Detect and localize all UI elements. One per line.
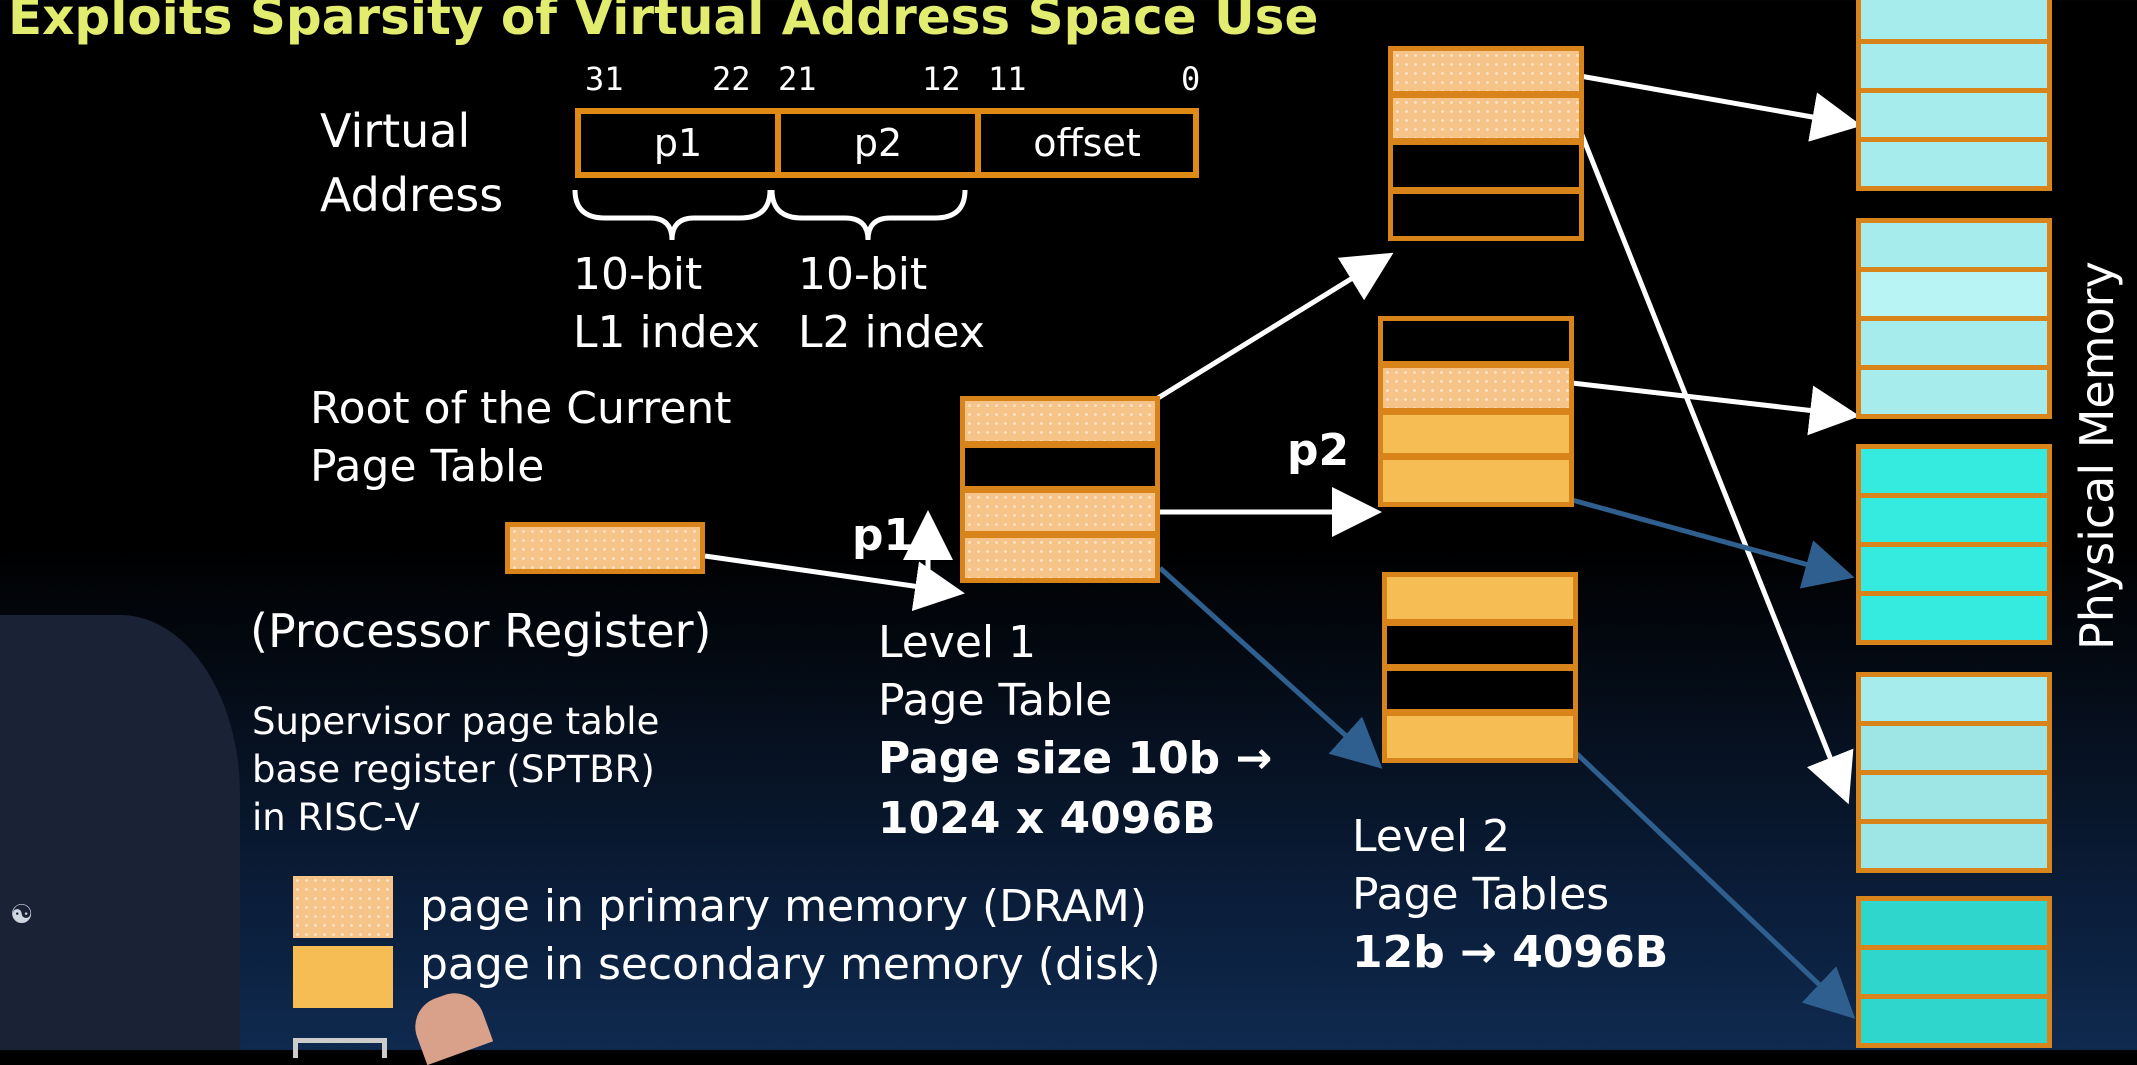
arrow-l2c-to-pm5 bbox=[1573, 750, 1856, 1019]
arrow-root-to-l1 bbox=[704, 553, 965, 612]
sptbr-line1: Supervisor page table bbox=[252, 700, 660, 743]
root-label-line1: Root of the Current bbox=[310, 383, 732, 434]
l1-entry bbox=[960, 443, 1160, 491]
pm-page-block bbox=[1856, 218, 2052, 419]
physical-memory-label: Physical Memory bbox=[2070, 261, 2124, 650]
pm-cell bbox=[1856, 267, 2052, 321]
bit-label-21: 21 bbox=[778, 60, 817, 98]
pm-cell bbox=[1856, 896, 2052, 950]
bit-label-0: 0 bbox=[1181, 60, 1201, 98]
virtual-address-box: p1 p2 offset bbox=[575, 108, 1199, 178]
p2-label: p2 bbox=[1287, 425, 1350, 476]
level1-page-table bbox=[960, 396, 1160, 583]
l2-entry bbox=[1382, 621, 1578, 669]
va-field-p1: p1 bbox=[653, 121, 703, 165]
level2-table-b bbox=[1378, 316, 1574, 507]
level2-table-a bbox=[1388, 46, 1584, 241]
legend-disk-label: page in secondary memory (disk) bbox=[420, 939, 1161, 990]
l2-entry bbox=[1388, 93, 1584, 143]
pm-cell bbox=[1856, 770, 2052, 824]
pm-cell bbox=[1856, 218, 2052, 272]
va-field-p2: p2 bbox=[775, 114, 975, 172]
pm-cell bbox=[1856, 819, 2052, 873]
arrow-l1-to-l2a bbox=[1156, 252, 1394, 401]
brace-l1-index bbox=[572, 189, 773, 241]
pm-cell bbox=[1856, 591, 2052, 645]
pm-cell bbox=[1856, 542, 2052, 596]
l2-entry bbox=[1388, 189, 1584, 241]
processor-register-label: (Processor Register) bbox=[250, 604, 712, 658]
l2-index-label: L2 index bbox=[798, 307, 985, 358]
level1-size-calc: 1024 x 4096B bbox=[878, 793, 1216, 844]
sptbr-line2: base register (SPTBR) bbox=[252, 748, 655, 791]
l2-entry bbox=[1378, 410, 1574, 458]
pm-cell bbox=[1856, 316, 2052, 370]
bit-label-31: 31 bbox=[585, 60, 624, 98]
arrow-l2b-to-pm3 bbox=[1571, 497, 1855, 589]
pm-cell bbox=[1856, 0, 2052, 44]
root-label-line2: Page Table bbox=[310, 441, 545, 492]
pm-cell bbox=[1856, 88, 2052, 142]
l1-entry bbox=[960, 488, 1160, 536]
pm-cell bbox=[1856, 39, 2052, 93]
arrow-l2a-to-pm4 bbox=[1577, 129, 1854, 805]
l2-index-bits: 10-bit bbox=[798, 249, 928, 300]
l2-entry bbox=[1382, 666, 1578, 714]
level1-label-line1: Level 1 bbox=[878, 617, 1037, 668]
pm-page-block bbox=[1856, 672, 2052, 873]
logo-icon: ☯ bbox=[10, 900, 34, 930]
legend-dram-swatch bbox=[293, 876, 393, 938]
arrow-l1-to-l2c bbox=[1158, 566, 1383, 769]
virtual-address-label-line2: Address bbox=[320, 168, 504, 222]
level2-table-c bbox=[1382, 572, 1578, 763]
bit-label-11: 11 bbox=[988, 60, 1027, 98]
level2-label-line1: Level 2 bbox=[1352, 811, 1511, 862]
pm-page-block bbox=[1856, 0, 2052, 191]
pm-cell bbox=[1856, 365, 2052, 419]
bit-label-22: 22 bbox=[712, 60, 751, 98]
pm-cell bbox=[1856, 444, 2052, 498]
legend-empty-swatch bbox=[293, 1038, 387, 1058]
pm-cell bbox=[1856, 945, 2052, 999]
level2-label-line2: Page Tables bbox=[1352, 869, 1610, 920]
level2-size-calc: 12b → 4096B bbox=[1352, 927, 1669, 978]
pm-cell bbox=[1856, 994, 2052, 1048]
pm-cell bbox=[1856, 672, 2052, 726]
arrow-l2b-to-pm2 bbox=[1571, 380, 1860, 436]
legend-dram-label: page in primary memory (DRAM) bbox=[420, 881, 1148, 932]
l1-entry bbox=[960, 396, 1160, 446]
l1-index-label: L1 index bbox=[573, 307, 760, 358]
sptbr-line3: in RISC-V bbox=[252, 796, 420, 839]
presenter-silhouette bbox=[0, 615, 240, 1050]
l2-entry bbox=[1388, 140, 1584, 192]
arrow-l2a-to-pm1 bbox=[1579, 73, 1862, 142]
virtual-address-label-line1: Virtual bbox=[320, 104, 471, 158]
brace-l2-index bbox=[769, 189, 968, 241]
root-register-box bbox=[505, 522, 705, 574]
level1-page-size: Page size 10b → bbox=[878, 733, 1273, 784]
slide-title: Exploits Sparsity of Virtual Address Spa… bbox=[8, 0, 1319, 46]
p1-label: p1 bbox=[852, 510, 915, 561]
bit-label-12: 12 bbox=[922, 60, 961, 98]
pm-page-block bbox=[1856, 444, 2052, 645]
pm-page-block bbox=[1856, 896, 2052, 1048]
l2-entry bbox=[1382, 572, 1578, 624]
legend-disk-swatch bbox=[293, 946, 393, 1008]
l2-entry bbox=[1378, 455, 1574, 507]
l2-entry bbox=[1388, 46, 1584, 96]
l2-entry bbox=[1382, 711, 1578, 763]
l2-entry bbox=[1378, 316, 1574, 366]
l1-index-bits: 10-bit bbox=[573, 249, 703, 300]
pm-cell bbox=[1856, 721, 2052, 775]
pm-cell bbox=[1856, 493, 2052, 547]
va-field-offset: offset bbox=[975, 114, 1193, 172]
level1-label-line2: Page Table bbox=[878, 675, 1113, 726]
l1-entry bbox=[960, 533, 1160, 583]
l2-entry bbox=[1378, 363, 1574, 413]
pm-cell bbox=[1856, 137, 2052, 191]
physical-memory bbox=[1856, 0, 2052, 1050]
